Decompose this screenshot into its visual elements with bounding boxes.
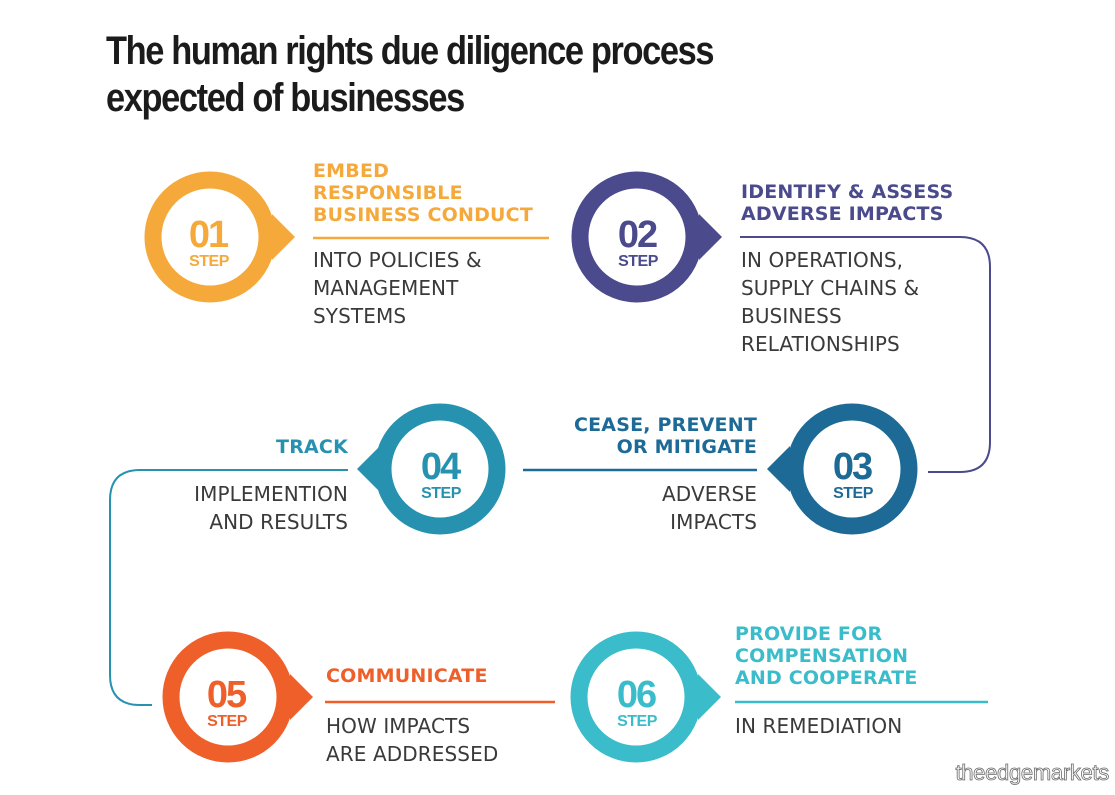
step-02-description: IN OPERATIONS, SUPPLY CHAINS & BUSINESS … xyxy=(741,248,920,356)
step-05-number: 05 xyxy=(207,674,247,716)
step-03-badge: 03 STEP xyxy=(767,403,918,535)
step-05-badge: 05 STEP xyxy=(162,631,313,763)
step-03-heading: CEASE, PREVENT OR MITIGATE xyxy=(573,414,757,458)
step-05-label: STEP xyxy=(207,713,248,730)
step-01-label: STEP xyxy=(189,253,230,270)
pointer-left-icon xyxy=(767,446,790,492)
step-05-heading: COMMUNICATE xyxy=(326,665,488,687)
step-01-badge: 01 STEP xyxy=(144,171,295,303)
connector-4-5 xyxy=(109,469,348,706)
step-02-label: STEP xyxy=(618,253,659,270)
step-04-description: IMPLEMENTION AND RESULTS xyxy=(194,482,348,534)
step-01-number: 01 xyxy=(189,214,229,256)
step-05-description: HOW IMPACTS ARE ADDRESSED xyxy=(326,714,499,766)
pointer-right-icon xyxy=(698,674,721,720)
step-02-heading: IDENTIFY & ASSESS ADVERSE IMPACTS xyxy=(741,181,954,225)
step-03-description: ADVERSE IMPACTS xyxy=(662,482,757,534)
pointer-right-icon xyxy=(699,214,722,260)
step-02-badge: 02 STEP xyxy=(571,171,722,303)
step-03-label: STEP xyxy=(833,485,874,502)
step-06-description: IN REMEDIATION xyxy=(735,714,903,738)
pointer-right-icon xyxy=(290,674,313,720)
step-04-badge: 04 STEP xyxy=(357,403,506,535)
watermark-logo: theedgemarkets xyxy=(955,760,1110,786)
step-04-label: STEP xyxy=(421,485,462,502)
step-02-number: 02 xyxy=(618,214,657,256)
step-06-number: 06 xyxy=(617,674,656,716)
step-06-badge: 06 STEP xyxy=(570,631,721,763)
step-01-description: INTO POLICIES & MANAGEMENT SYSTEMS xyxy=(313,248,482,328)
step-04-heading: TRACK xyxy=(276,436,348,458)
step-01-heading: EMBED RESPONSIBLE BUSINESS CONDUCT xyxy=(313,160,533,226)
title-line-1: The human rights due diligence process xyxy=(106,29,715,73)
connector-2-3 xyxy=(740,236,991,473)
step-04-number: 04 xyxy=(421,446,461,488)
pointer-right-icon xyxy=(272,214,295,260)
page-title: The human rights due diligence process e… xyxy=(106,28,715,122)
title-line-2: expected of businesses xyxy=(106,76,465,120)
step-03-number: 03 xyxy=(833,446,872,488)
step-06-heading: PROVIDE FOR COMPENSATION AND COOPERATE xyxy=(735,623,918,689)
step-06-label: STEP xyxy=(617,713,658,730)
pointer-left-icon xyxy=(357,446,380,492)
